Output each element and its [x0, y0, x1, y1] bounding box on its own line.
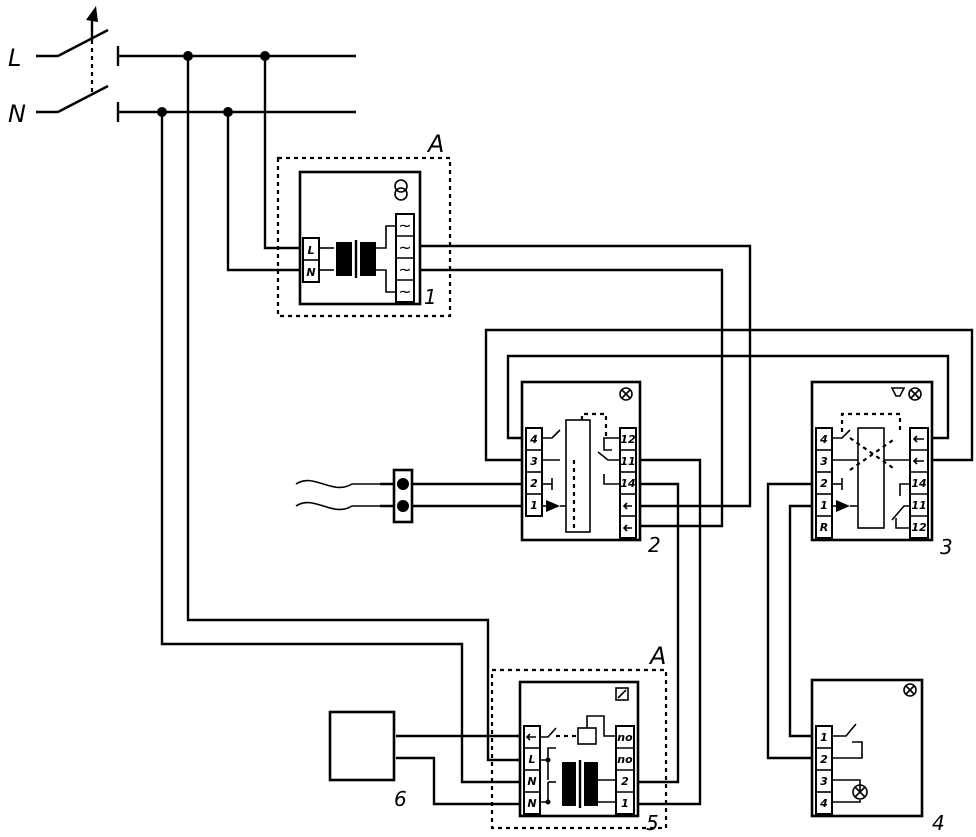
device-1-number: 1	[424, 285, 437, 309]
device-2-number: 2	[648, 533, 661, 557]
line-label: L	[8, 44, 21, 72]
neutral-label: N	[8, 100, 26, 128]
light-unit: 1 2 3 4 4	[810, 678, 945, 835]
d5-terminal-1: 1	[621, 797, 629, 810]
d5-terminal-no2: no	[617, 753, 633, 766]
d3-terminal-r: R	[820, 521, 828, 534]
d4-terminal-3: 3	[820, 775, 828, 788]
d2-terminal-2: 2	[530, 477, 538, 490]
d5-terminal-l: L	[528, 753, 535, 766]
d3-terminal-1: 1	[820, 499, 828, 512]
d5-terminal-2: 2	[621, 775, 629, 788]
relay-unit: L N N no no 2 1 5	[518, 680, 659, 835]
d5-terminal-n1: N	[527, 775, 536, 788]
area-a-bottom	[490, 668, 668, 830]
svg-text:~: ~	[398, 238, 411, 257]
d4-terminal-1: 1	[820, 731, 828, 744]
siren-icon	[890, 387, 922, 401]
relay-icon	[615, 687, 629, 701]
d2-terminal-1: 1	[530, 499, 538, 512]
d2-terminal-14: 14	[620, 477, 635, 490]
d2-terminal-11: 11	[620, 455, 635, 468]
d2-terminal-4: 4	[529, 433, 538, 446]
device-3-number: 3	[940, 535, 953, 559]
d3-terminal-12: 12	[911, 521, 927, 534]
d2-terminal-3: 3	[530, 455, 538, 468]
terminal-l: L	[307, 244, 314, 257]
area-a-top-label: A	[426, 130, 444, 158]
breaker-arrow-icon	[86, 6, 98, 22]
d3-terminal-3: 3	[820, 455, 828, 468]
power-supply-unit: L N ~ ~ ~ ~ 1	[298, 170, 437, 309]
svg-text:~: ~	[398, 282, 411, 301]
device-6-number: 6	[394, 787, 407, 811]
d5-terminal-no1: no	[617, 731, 633, 744]
d3-terminal-14: 14	[911, 477, 926, 490]
d4-terminal-4: 4	[819, 797, 828, 810]
area-a-bottom-label: A	[648, 642, 666, 670]
svg-text:~: ~	[398, 216, 411, 235]
wires	[160, 56, 974, 806]
bulb-icon	[852, 784, 868, 800]
transformer-icon	[394, 179, 408, 201]
svg-text:~: ~	[398, 260, 411, 279]
terminal-n: N	[306, 266, 315, 279]
cable-connector	[392, 468, 414, 524]
d5-terminal-n2: N	[527, 797, 536, 810]
d3-terminal-2: 2	[820, 477, 828, 490]
mains-supply: L N	[8, 6, 356, 128]
alarm-lamp-icon	[619, 387, 633, 401]
siren-detector-unit: 4 3 2 1 R 14 11 12 3	[810, 380, 953, 559]
breaker-contact-l	[57, 28, 109, 58]
device-5-number: 5	[646, 811, 659, 835]
lamp-icon	[903, 683, 917, 697]
d4-terminal-2: 2	[820, 753, 828, 766]
breaker-contact-n	[57, 84, 109, 114]
d3-terminal-4: 4	[819, 433, 828, 446]
d2-terminal-12: 12	[620, 433, 636, 446]
smoke-detector-unit: 4 3 2 1 12 11 14 2	[520, 380, 661, 557]
load-unit: 6	[328, 710, 407, 811]
device-4-number: 4	[932, 811, 945, 835]
area-a-top	[276, 156, 452, 318]
d3-terminal-11: 11	[911, 499, 926, 512]
